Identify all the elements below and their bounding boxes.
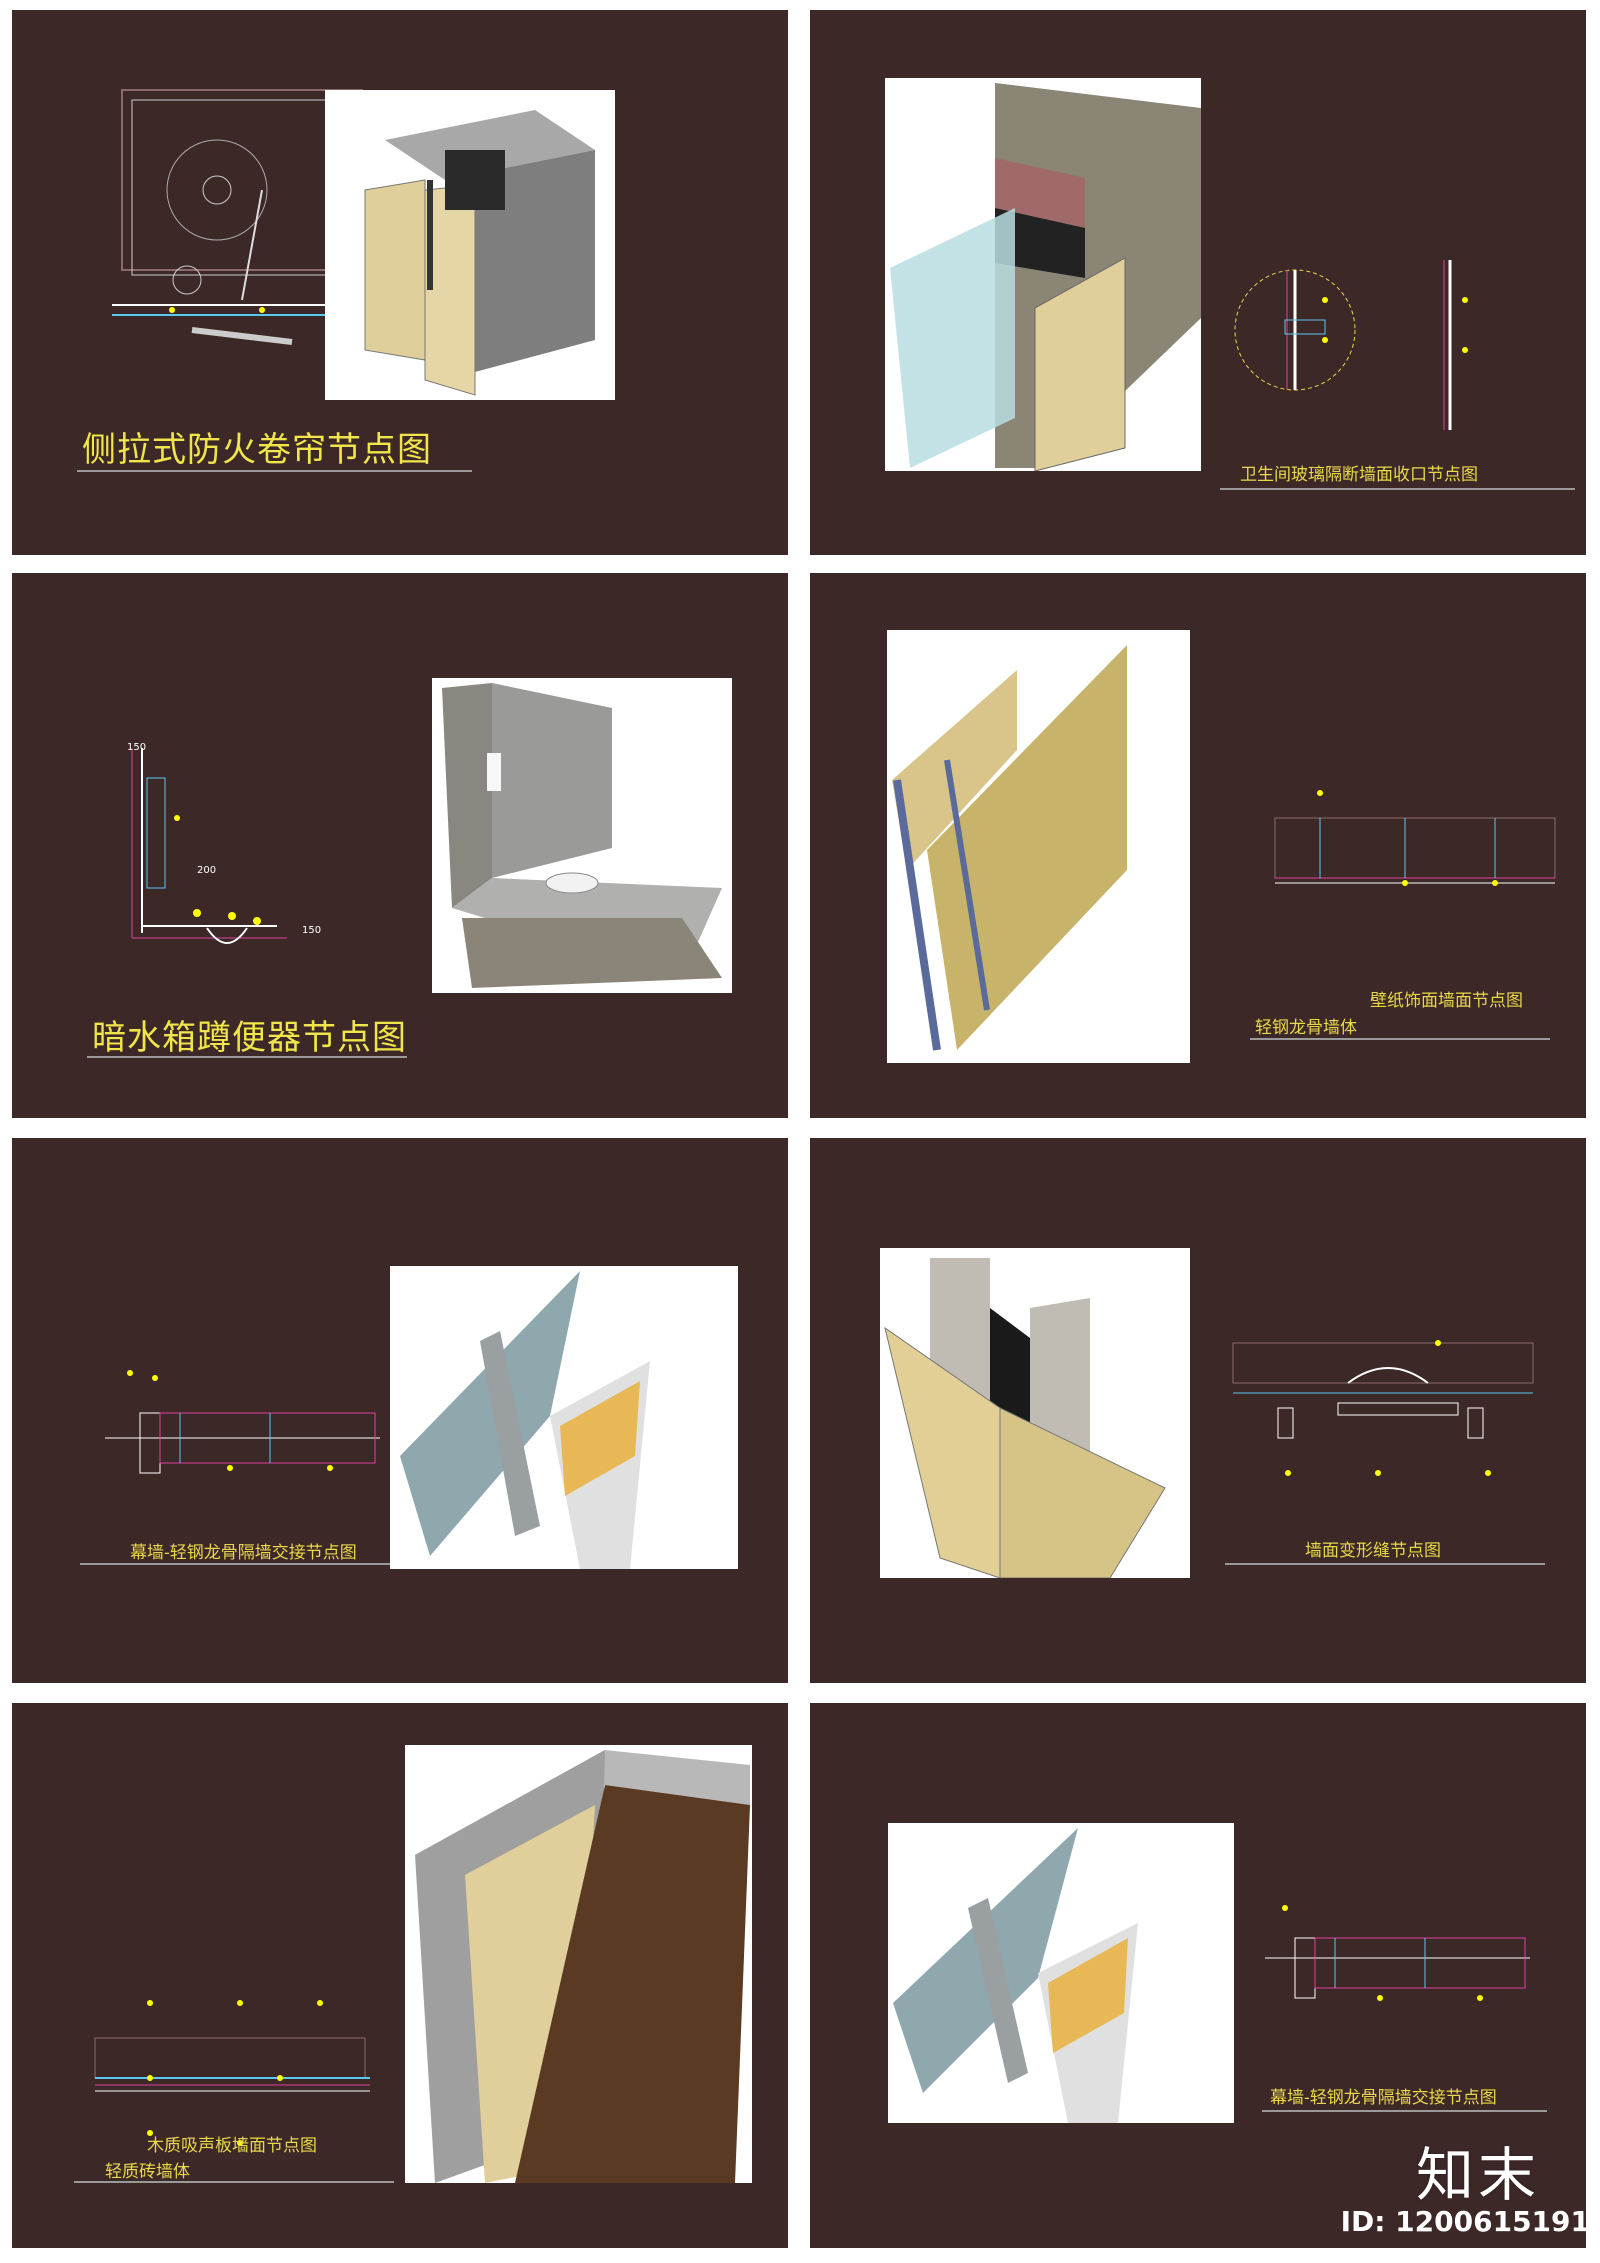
title-underline: [80, 1563, 390, 1565]
panel-title: 幕墙-轻钢龙骨隔墙交接节点图: [130, 1543, 357, 1563]
title-underline: [74, 2181, 394, 2183]
panel-squat-toilet: 150 200 150 暗水箱蹲便器节点图: [12, 573, 788, 1118]
panel-wood-acoustic: 木质吸声板墙面节点图 轻质砖墙体: [12, 1703, 788, 2248]
title-underline: [77, 470, 472, 472]
title-underline: [1220, 488, 1575, 490]
render-wallpaper-wall: [887, 630, 1190, 1063]
render-glass-partition: [885, 78, 1201, 471]
title-underline: [1262, 2110, 1547, 2112]
cad-drawing: [94, 2000, 370, 2146]
panel-title: 墙面变形缝节点图: [1305, 1541, 1441, 1561]
cad-drawing: [1234, 260, 1468, 430]
panel-wallpaper-wall: 壁纸饰面墙面节点图 轻钢龙骨墙体: [810, 573, 1586, 1118]
panel-curtain-wall-b: 幕墙-轻钢龙骨隔墙交接节点图: [810, 1703, 1586, 2248]
image-id-label: ID: 1200615191: [1340, 2205, 1590, 2238]
panel-curtain-wall-a: 幕墙-轻钢龙骨隔墙交接节点图: [12, 1138, 788, 1683]
panel-fire-shutter: 侧拉式防火卷帘节点图: [12, 10, 788, 555]
site-logo: 知末: [1415, 2141, 1540, 2209]
render-fire-shutter: [325, 90, 615, 400]
title-underline: [1225, 1563, 1545, 1565]
render-curtain-wall-a: [390, 1266, 738, 1569]
cad-drawing: [112, 89, 392, 345]
panel-title: 壁纸饰面墙面节点图: [1370, 991, 1523, 1011]
panel-subtitle: 轻质砖墙体: [105, 2162, 190, 2182]
panel-expansion-joint: 墙面变形缝节点图: [810, 1138, 1586, 1683]
panel-subtitle: 轻钢龙骨墙体: [1255, 1018, 1357, 1038]
render-wood-acoustic: [405, 1745, 752, 2183]
panel-title: 卫生间玻璃隔断墙面收口节点图: [1240, 465, 1478, 485]
cad-drawing: 150 200 150: [127, 742, 321, 944]
render-squat-toilet: [432, 678, 732, 993]
dim-150-right: 150: [302, 925, 321, 936]
title-underline: [87, 1056, 407, 1058]
panel-title: 木质吸声板墙面节点图: [147, 2136, 317, 2156]
dim-200: 200: [197, 865, 216, 876]
panel-title: 侧拉式防火卷帘节点图: [82, 430, 432, 470]
cad-drawing: [105, 1370, 380, 1474]
cad-drawing: [1265, 1905, 1530, 2001]
cad-drawing: [1274, 790, 1556, 886]
panel-title: 幕墙-轻钢龙骨隔墙交接节点图: [1270, 2088, 1497, 2108]
title-underline: [1250, 1038, 1550, 1040]
cad-drawing: [1232, 1340, 1534, 1476]
render-expansion-joint: [880, 1248, 1190, 1578]
panel-title: 暗水箱蹲便器节点图: [92, 1018, 407, 1058]
dim-150-top: 150: [127, 742, 146, 753]
render-curtain-wall-b: [888, 1823, 1234, 2123]
panel-glass-partition: 卫生间玻璃隔断墙面收口节点图: [810, 10, 1586, 555]
